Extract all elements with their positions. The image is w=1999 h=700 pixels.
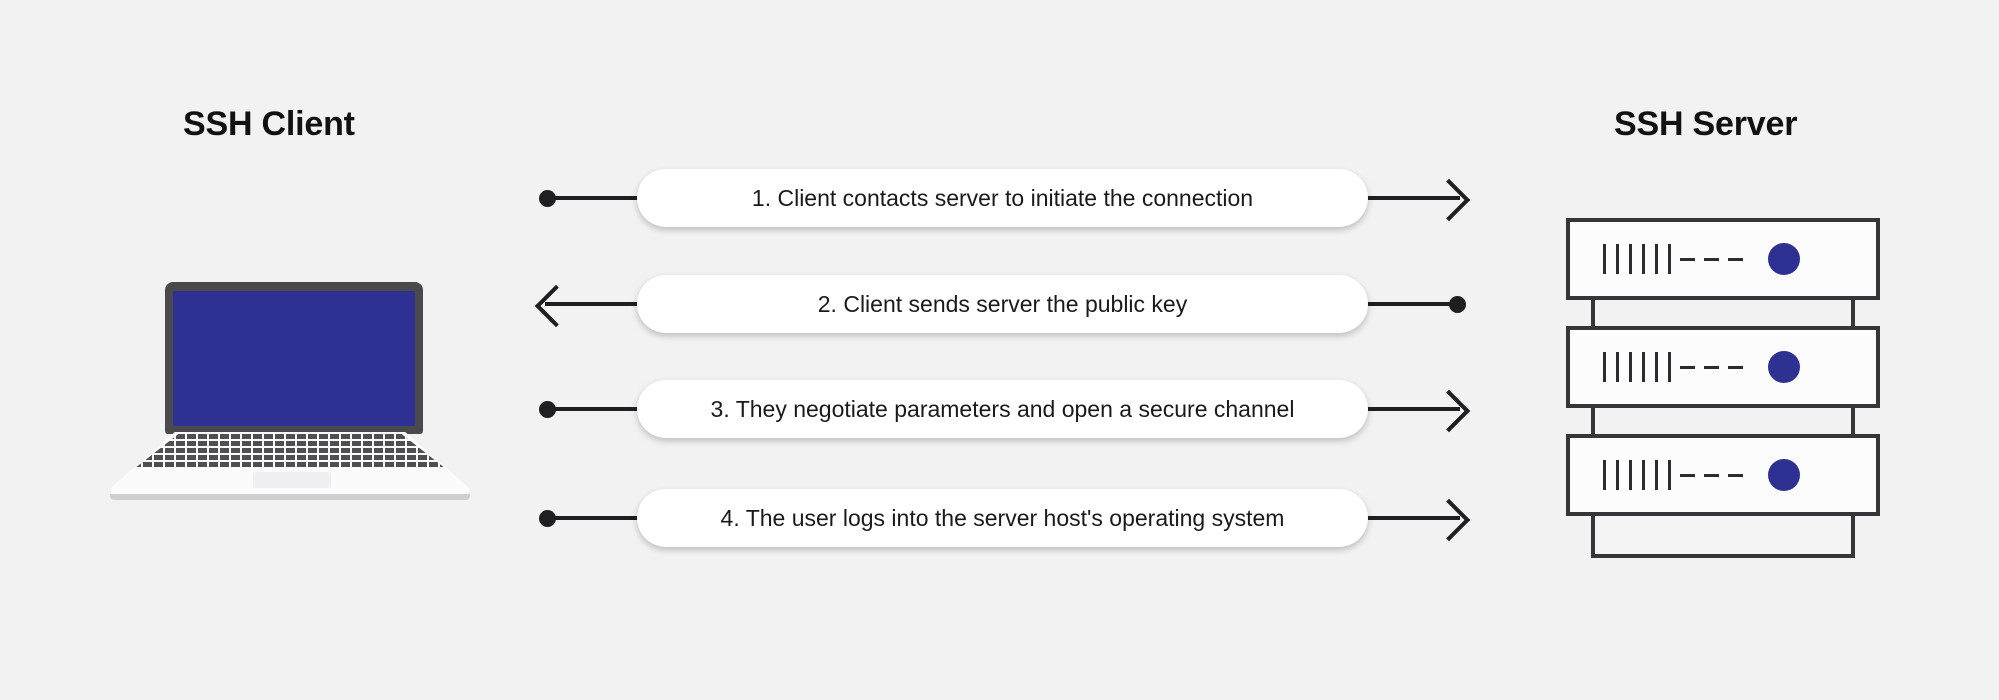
connector-line	[1365, 196, 1460, 200]
endpoint-dot-icon	[539, 400, 556, 418]
rack-unit	[1566, 218, 1880, 300]
flow-step-1-pill[interactable]: 1. Client contacts server to initiate th…	[637, 169, 1368, 227]
laptop-foot	[110, 494, 470, 500]
rack-bar	[1629, 352, 1632, 382]
endpoint-dot-icon	[539, 509, 556, 527]
rack-bars	[1603, 244, 1671, 274]
rack-bar	[1642, 460, 1645, 490]
flow-step-3-label: 3. They negotiate parameters and open a …	[710, 395, 1295, 422]
flow-step-2-label: 2. Client sends server the public key	[817, 290, 1188, 317]
flow-step-1: 1. Client contacts server to initiate th…	[539, 168, 1471, 228]
arrow-right-icon	[1427, 178, 1471, 222]
rack-dash	[1680, 257, 1695, 261]
connector-line	[1365, 407, 1460, 411]
flow-step-3-start-connector	[539, 379, 640, 439]
rack-base-unit	[1591, 512, 1855, 558]
rack-unit	[1566, 434, 1880, 516]
connector-line	[545, 196, 640, 200]
rack-dash	[1728, 257, 1743, 261]
client-title: SSH Client	[183, 105, 355, 143]
flow-step-4-label: 4. The user logs into the server host's …	[720, 504, 1285, 531]
server-rack-icon	[1566, 218, 1886, 588]
endpoint-dot-icon	[539, 189, 556, 207]
rack-bar	[1655, 244, 1658, 274]
rack-bar	[1629, 460, 1632, 490]
server-title: SSH Server	[1614, 105, 1798, 143]
rack-bar	[1616, 244, 1619, 274]
flow-step-2-start-connector	[534, 274, 640, 334]
connector-line	[1365, 302, 1460, 306]
rack-dash	[1728, 473, 1743, 477]
connector-line	[545, 302, 640, 306]
connector-line	[545, 516, 640, 520]
rack-bar	[1642, 244, 1645, 274]
flow-step-1-start-connector	[539, 168, 640, 228]
rack-spacer	[1591, 298, 1855, 328]
flow-step-2: 2. Client sends server the public key	[534, 274, 1466, 334]
connector-line	[1365, 516, 1460, 520]
rack-spacer	[1591, 406, 1855, 436]
laptop-lid	[165, 282, 423, 434]
arrow-right-icon	[1427, 389, 1471, 433]
rack-dashes	[1680, 473, 1743, 477]
rack-bar	[1603, 352, 1606, 382]
flow-step-3-end-connector	[1365, 379, 1471, 439]
arrow-left-icon	[534, 284, 578, 328]
laptop-screen	[173, 291, 415, 426]
arrow-right-icon	[1427, 498, 1471, 542]
rack-dash	[1680, 473, 1695, 477]
flow-step-1-end-connector	[1365, 168, 1471, 228]
flow-step-2-end-connector	[1365, 274, 1466, 334]
rack-bars	[1603, 352, 1671, 382]
rack-led-indicator	[1768, 351, 1800, 383]
rack-dash	[1680, 365, 1695, 369]
laptop-keyboard	[135, 434, 445, 468]
flow-step-3: 3. They negotiate parameters and open a …	[539, 379, 1471, 439]
rack-dashes	[1680, 257, 1743, 261]
flow-step-2-pill[interactable]: 2. Client sends server the public key	[637, 275, 1368, 333]
rack-bar	[1668, 460, 1671, 490]
rack-bar	[1655, 352, 1658, 382]
rack-bar	[1668, 244, 1671, 274]
rack-bar	[1642, 352, 1645, 382]
rack-dash	[1704, 257, 1719, 261]
rack-unit	[1566, 326, 1880, 408]
rack-bar	[1603, 460, 1606, 490]
laptop-icon	[110, 282, 470, 512]
flow-step-1-label: 1. Client contacts server to initiate th…	[751, 184, 1254, 211]
endpoint-dot-icon	[1449, 295, 1466, 313]
rack-bars	[1603, 460, 1671, 490]
flow-step-4-pill[interactable]: 4. The user logs into the server host's …	[637, 489, 1368, 547]
flow-step-4-start-connector	[539, 488, 640, 548]
flow-step-4-end-connector	[1365, 488, 1471, 548]
rack-led-indicator	[1768, 243, 1800, 275]
rack-dashes	[1680, 365, 1743, 369]
rack-dash	[1704, 365, 1719, 369]
rack-bar	[1616, 460, 1619, 490]
rack-bar	[1629, 244, 1632, 274]
rack-led-indicator	[1768, 459, 1800, 491]
rack-dash	[1728, 365, 1743, 369]
rack-bar	[1668, 352, 1671, 382]
laptop-trackpad	[253, 472, 331, 488]
rack-dash	[1704, 473, 1719, 477]
rack-bar	[1616, 352, 1619, 382]
flow-step-3-pill[interactable]: 3. They negotiate parameters and open a …	[637, 380, 1368, 438]
rack-bar	[1603, 244, 1606, 274]
flow-step-4: 4. The user logs into the server host's …	[539, 488, 1471, 548]
connector-line	[545, 407, 640, 411]
rack-bar	[1655, 460, 1658, 490]
